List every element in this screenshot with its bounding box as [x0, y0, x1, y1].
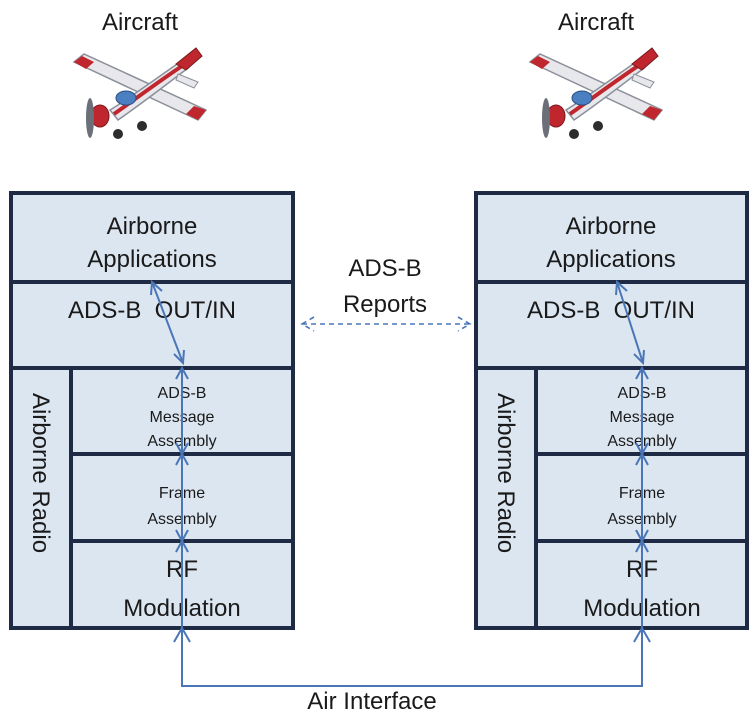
airborne-applications-label: Applications	[87, 246, 216, 273]
adsb-out-in-box	[474, 280, 749, 370]
airplane-icon	[528, 47, 664, 139]
protocol-stack-left: Airborne Applications ADS-B OUT/IN Airbo…	[9, 191, 295, 630]
adsb-out-in-label: ADS-B OUT/IN	[527, 297, 695, 324]
airborne-applications-label: Airborne	[566, 213, 657, 240]
adsb-out-in-label: ADS-B OUT/IN	[68, 297, 236, 324]
airplane-icon	[72, 47, 208, 139]
internal-arrow	[616, 281, 644, 364]
air-interface-connector	[181, 628, 643, 687]
reports-label: ADS-B	[348, 255, 421, 282]
airborne-radio-label: Airborne Radio	[492, 393, 519, 553]
airborne-radio-label: Airborne Radio	[27, 393, 54, 553]
air-interface-label: Air Interface	[307, 688, 436, 715]
protocol-stack-right: Airborne Applications ADS-B OUT/IN Airbo…	[474, 191, 749, 630]
aircraft-label-right: Aircraft	[558, 9, 634, 36]
reports-label: Reports	[343, 291, 427, 318]
airborne-applications-box	[474, 191, 749, 284]
airborne-applications-label: Airborne	[107, 213, 198, 240]
adsb-out-in-box	[9, 280, 295, 370]
internal-arrow	[151, 281, 184, 364]
airborne-applications-label: Applications	[546, 246, 675, 273]
aircraft-label-left: Aircraft	[102, 9, 178, 36]
